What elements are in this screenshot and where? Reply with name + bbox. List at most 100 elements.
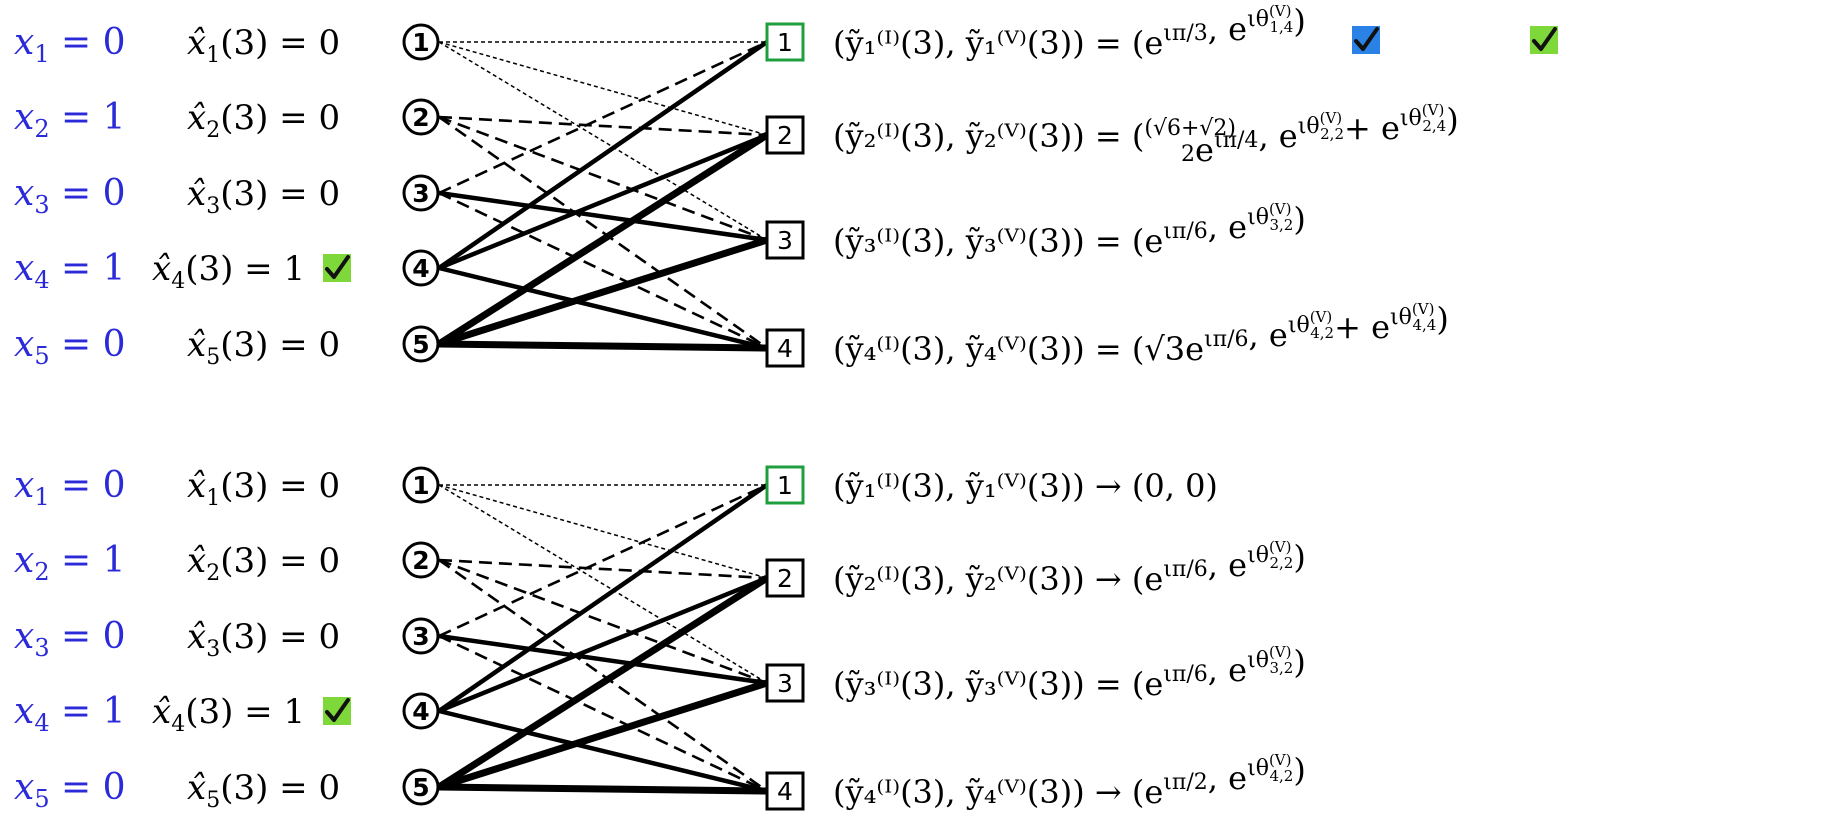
x-label: x2 = 1 (14, 97, 126, 143)
x-label: x2 = 1 (14, 540, 126, 586)
variable-node: 1 (402, 466, 440, 504)
edge-2-3 (438, 558, 768, 685)
svg-text:3: 3 (777, 669, 793, 698)
x-label: x4 = 1 (14, 691, 126, 737)
edge-5-3 (437, 679, 769, 791)
variable-node: 5 (402, 325, 440, 363)
edge-4-4 (438, 708, 768, 794)
svg-text:2: 2 (412, 103, 429, 132)
svg-text:2: 2 (777, 121, 793, 150)
xhat-label: x̂3(3) = 0 (187, 617, 340, 662)
variable-node: 5 (402, 768, 440, 806)
equation: (ỹ₂⁽ᴵ⁾(3), ỹ₂⁽ⱽ⁾(3)) → (eιπ/6, eιθ(V)2,2… (833, 538, 1306, 598)
svg-text:5: 5 (412, 330, 429, 359)
x-label: x5 = 0 (14, 324, 126, 370)
variable-node: 2 (402, 98, 440, 136)
variable-node: 3 (402, 617, 440, 655)
edges (437, 483, 769, 795)
edge-1-3 (438, 484, 768, 684)
x-label: x5 = 0 (14, 767, 126, 813)
edge-5-2 (437, 575, 769, 790)
variable-node: 3 (402, 174, 440, 212)
equation: (ỹ₃⁽ᴵ⁾(3), ỹ₃⁽ⱽ⁾(3)) = (eιπ/6, eιθ(V)3,2… (833, 200, 1306, 260)
svg-text:5: 5 (412, 773, 429, 802)
check-node: 3 (765, 220, 805, 260)
check-blue-icon (1352, 26, 1380, 54)
variable-node: 1 (402, 23, 440, 61)
edge-4-4 (438, 265, 768, 351)
equation: (ỹ₄⁽ᴵ⁾(3), ỹ₄⁽ⱽ⁾(3)) = (√3eιπ/6, eιθ(V)4… (833, 300, 1449, 368)
equation: (ỹ₁⁽ᴵ⁾(3), ỹ₁⁽ⱽ⁾(3)) = (eιπ/3, eιθ(V)1,4… (833, 2, 1306, 62)
edge-2-4 (438, 558, 768, 793)
xhat-label: x̂1(3) = 0 (187, 466, 340, 511)
edge-3-3 (438, 190, 768, 243)
edge-2-3 (438, 115, 768, 242)
svg-text:1: 1 (777, 28, 793, 57)
svg-text:4: 4 (777, 777, 793, 806)
svg-text:3: 3 (412, 622, 429, 651)
factor-graph-top: x1 = 0 x2 = 1 x3 = 0 x4 = 1 x5 = 0 x̂1(3) = 0… (14, 2, 1558, 370)
edge-2-4 (438, 115, 768, 350)
svg-text:1: 1 (412, 471, 429, 500)
edge-2-2 (438, 115, 768, 137)
edge-5-2 (437, 132, 769, 347)
edge-4-2 (438, 132, 768, 271)
xhat-label: x̂4(3) = 1 (152, 692, 305, 737)
edge-5-3 (437, 236, 769, 348)
variable-node: 2 (402, 541, 440, 579)
edge-2-2 (438, 558, 768, 580)
check-node: 1 (765, 22, 805, 62)
xhat-label: x̂4(3) = 1 (152, 249, 305, 294)
x-label: x1 = 0 (14, 465, 126, 511)
factor-graph-panel-bottom: x1 = 0 x2 = 1 x3 = 0 x4 = 1 x5 = 0 x̂1(3) = 0… (0, 443, 1846, 838)
svg-text:4: 4 (412, 697, 429, 726)
variable-node: 4 (402, 692, 440, 730)
check-node: 1 (765, 465, 805, 505)
factor-graph-bottom: x1 = 0 x2 = 1 x3 = 0 x4 = 1 x5 = 0 x̂1(3) = 0… (14, 465, 1306, 813)
check-green-icon (323, 697, 351, 725)
equation: (ỹ₂⁽ᴵ⁾(3), ỹ₂⁽ⱽ⁾(3)) = ((√6+√2)2eιπ/4, e… (833, 101, 1459, 169)
xhat-label: x̂3(3) = 0 (187, 174, 340, 219)
svg-text:2: 2 (777, 564, 793, 593)
check-green-icon (1530, 26, 1558, 54)
svg-text:1: 1 (412, 28, 429, 57)
factor-graph-panel-top: x1 = 0 x2 = 1 x3 = 0 x4 = 1 x5 = 0 x̂1(3) = 0… (0, 0, 1846, 395)
edge-1-3 (438, 41, 768, 241)
check-green-icon (323, 254, 351, 282)
edge-3-1 (438, 483, 768, 638)
svg-text:4: 4 (412, 254, 429, 283)
edge-4-2 (438, 575, 768, 714)
variable-node: 4 (402, 249, 440, 287)
edge-5-4 (438, 783, 768, 795)
svg-text:4: 4 (777, 334, 793, 363)
xhat-label: x̂5(3) = 0 (187, 325, 340, 370)
edge-1-2 (438, 484, 768, 579)
xhat-label: x̂2(3) = 0 (187, 541, 340, 586)
edges (437, 40, 769, 352)
edge-3-1 (438, 40, 768, 195)
x-label: x1 = 0 (14, 22, 126, 68)
edge-5-4 (438, 340, 768, 352)
edge-3-3 (438, 633, 768, 686)
svg-text:2: 2 (412, 546, 429, 575)
check-node: 4 (765, 771, 805, 811)
equation: (ỹ₃⁽ᴵ⁾(3), ỹ₃⁽ⱽ⁾(3)) = (eιπ/6, eιθ(V)3,2… (833, 643, 1306, 703)
edge-1-2 (438, 41, 768, 136)
edge-4-1 (437, 483, 769, 713)
equation: (ỹ₁⁽ᴵ⁾(3), ỹ₁⁽ⱽ⁾(3)) → (0, 0) (833, 467, 1218, 505)
xhat-label: x̂1(3) = 0 (187, 23, 340, 68)
x-label: x4 = 1 (14, 248, 126, 294)
edge-3-4 (438, 191, 768, 350)
check-node: 2 (765, 558, 805, 598)
xhat-label: x̂5(3) = 0 (187, 768, 340, 813)
equation: (ỹ₄⁽ᴵ⁾(3), ỹ₄⁽ⱽ⁾(3)) → (eιπ/2, eιθ(V)4,2… (833, 751, 1306, 811)
x-label: x3 = 0 (14, 616, 126, 662)
check-node: 4 (765, 328, 805, 368)
x-label: x3 = 0 (14, 173, 126, 219)
check-node: 3 (765, 663, 805, 703)
svg-text:1: 1 (777, 471, 793, 500)
svg-text:3: 3 (777, 226, 793, 255)
edge-4-1 (437, 40, 769, 270)
xhat-label: x̂2(3) = 0 (187, 98, 340, 143)
check-node: 2 (765, 115, 805, 155)
